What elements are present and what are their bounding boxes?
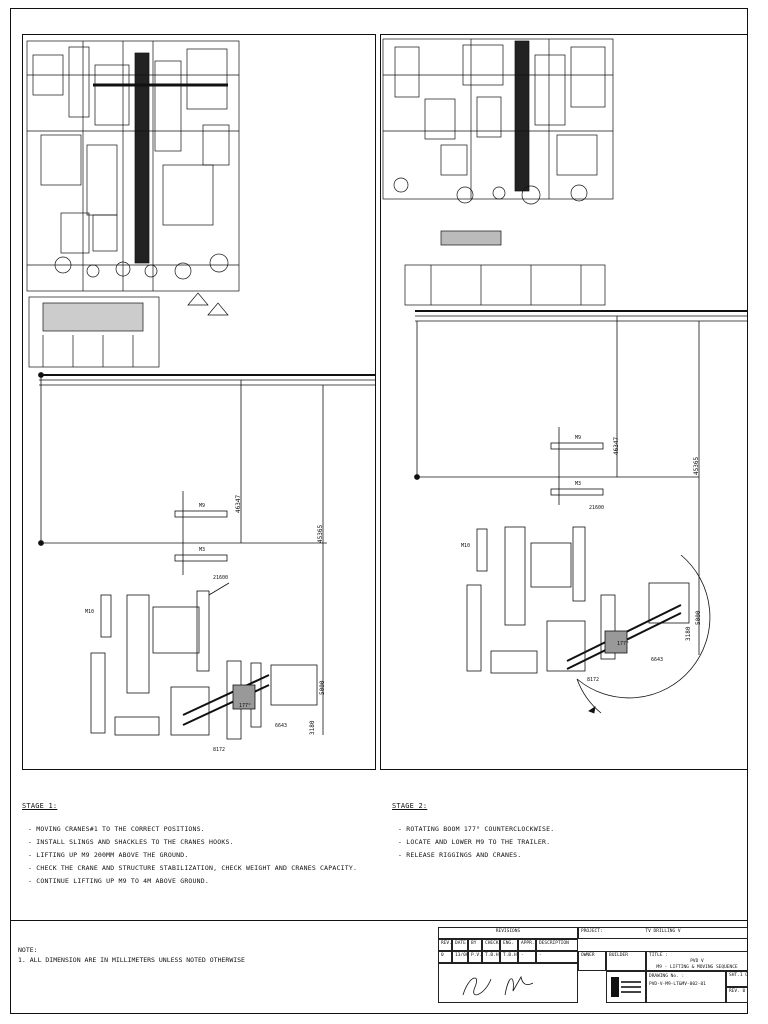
module-layout — [466, 427, 711, 714]
dim-6643: 6643 — [275, 723, 288, 729]
date-cell: 13/08/20 — [452, 951, 468, 963]
sheet-cell: SHT.1 OF 2 — [726, 971, 748, 987]
stage2-heading: STAGE 2: — [392, 802, 428, 810]
project-label: PROJECT: — [581, 929, 603, 934]
dim-46347: 46347 — [235, 494, 242, 513]
label-m3: M3 — [199, 547, 206, 553]
stage1-drawing — [26, 40, 375, 740]
logo-icon — [611, 977, 641, 997]
drawing-label: DRAWING No. : — [649, 974, 685, 979]
dim-21600: 21600 — [213, 575, 229, 581]
stage2-step: RELEASE RIGGINGS AND CRANES. — [406, 849, 732, 862]
title-cell: TITLE : PVD V M9 - LIFTING & MOVING SEQU… — [646, 951, 748, 971]
dim-6643: 6643 — [651, 657, 664, 663]
title-line1: PVD V — [690, 959, 704, 964]
label-m10: M10 — [461, 543, 471, 549]
appr-cell: - — [518, 951, 536, 963]
stage2-step: LOCATE AND LOWER M9 TO THE TRAILER. — [406, 836, 732, 849]
stage2-notes: STAGE 2: ROTATING BOOM 177° COUNTERCLOCK… — [392, 800, 732, 862]
dim-5000: 5000 — [695, 610, 702, 625]
revisions-title: REVISIONS — [438, 927, 578, 939]
by-cell: P.V.H — [468, 951, 482, 963]
owner-cell: OWNER — [578, 951, 606, 971]
title-label: TITLE : — [649, 953, 668, 958]
check-header: CHECK — [482, 939, 500, 951]
dim-8172: 8172 — [213, 747, 226, 753]
dim-3180: 3180 — [309, 720, 316, 735]
stage1-step: CONTINUE LIFTING UP M9 TO 4M ABOVE GROUN… — [36, 875, 362, 888]
stage2-step: ROTATING BOOM 177° COUNTERCLOCKWISE. — [406, 823, 732, 836]
label-m10: M10 — [85, 609, 95, 615]
stage2-panel: 46347 45365 21600 6643 5000 8172 3180 M9… — [380, 34, 748, 770]
check-cell: T.B.H — [482, 951, 500, 963]
dim-45365: 45365 — [317, 524, 324, 543]
label-angle: 177° — [239, 703, 252, 709]
note-text: 1. ALL DIMENSION ARE IN MILLIMETERS UNLE… — [18, 956, 245, 964]
crane-track — [414, 310, 747, 655]
appr-header: APPR. — [518, 939, 536, 951]
structure-plan — [26, 40, 240, 368]
stage1-step: LIFTING UP M9 200MM ABOVE THE GROUND. — [36, 849, 362, 862]
eng-header: ENG. — [500, 939, 518, 951]
general-note: NOTE: 1. ALL DIMENSION ARE IN MILLIMETER… — [18, 945, 245, 965]
structure-plan — [382, 38, 614, 306]
signature-area — [438, 963, 578, 1003]
title-block: NOTE: 1. ALL DIMENSION ARE IN MILLIMETER… — [10, 920, 748, 1014]
project-cell: PROJECT: TV DRILLING V — [578, 927, 748, 939]
label-m9: M9 — [199, 503, 206, 509]
stage1-notes: STAGE 1: MOVING CRANES#1 TO THE CORRECT … — [22, 800, 362, 888]
dim-45365: 45365 — [693, 456, 700, 475]
drawing-number-cell: DRAWING No. : PVD-V-M9-LT&MV-002-01 — [646, 971, 726, 1003]
label-angle: 177° — [617, 641, 630, 647]
label-m3: M3 — [575, 481, 582, 487]
stage1-step: MOVING CRANES#1 TO THE CORRECT POSITIONS… — [36, 823, 362, 836]
company-logo — [606, 971, 646, 1003]
eng-cell: T.B.H — [500, 951, 518, 963]
rev-cell: 0 — [438, 951, 452, 963]
title-line2: M9 - LIFTING & MOVING SEQUENCE — [656, 965, 738, 970]
date-header: DATE — [452, 939, 468, 951]
stage2-drawing — [382, 38, 747, 714]
stage1-step: INSTALL SLINGS AND SHACKLES TO THE CRANE… — [36, 836, 362, 849]
label-m9: M9 — [575, 435, 582, 441]
stage1-step: CHECK THE CRANE AND STRUCTURE STABILIZAT… — [36, 862, 362, 875]
dim-46347: 46347 — [613, 436, 620, 455]
dim-3180: 3180 — [685, 626, 692, 641]
crane-track — [38, 372, 375, 735]
dim-8172: 8172 — [587, 677, 600, 683]
project-value: TV DRILLING V — [645, 929, 681, 934]
dim-21600: 21600 — [589, 505, 605, 511]
rev-cell-block: REV. 0 — [726, 987, 748, 1003]
note-label: NOTE: — [18, 946, 38, 954]
by-header: BY — [468, 939, 482, 951]
dim-5000: 5000 — [319, 680, 326, 695]
description-header: DESCRIPTION — [536, 939, 578, 951]
description-cell: - — [536, 951, 578, 963]
drawing-number: PVD-V-M9-LT&MV-002-01 — [649, 982, 706, 987]
rev-header: REV. — [438, 939, 452, 951]
signature-icon — [462, 975, 534, 996]
stage1-panel: 46347 45365 21600 6643 5000 8172 3180 M9… — [22, 34, 376, 770]
builder-cell: BUILDER — [606, 951, 646, 971]
stage1-heading: STAGE 1: — [22, 802, 58, 810]
module-layout — [90, 491, 318, 740]
